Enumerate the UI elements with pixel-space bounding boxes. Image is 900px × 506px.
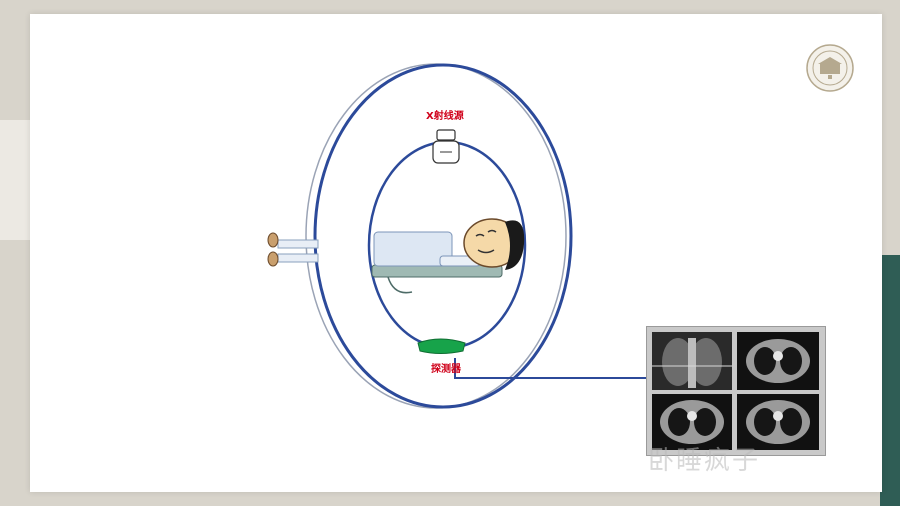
ct-slice-image-3 (737, 394, 819, 450)
ct-slice-image-1 (737, 332, 819, 390)
chest-xray-image (652, 332, 732, 390)
gantry-outer-ring (313, 63, 573, 409)
patient-body (373, 218, 525, 270)
connector-line (454, 358, 646, 379)
watermark-text: 卧睡疯子 (648, 446, 761, 476)
ct-slice-image-2 (652, 394, 732, 450)
detector-label: 探测器 (431, 364, 461, 375)
bg-teal-shape (880, 255, 900, 506)
detector-bar-icon (417, 338, 466, 354)
bg-white-shape (0, 120, 30, 240)
patient-legs (267, 232, 319, 267)
xray-source-label: X射线源 (426, 111, 464, 122)
patient-table (371, 264, 503, 294)
xray-tube-icon (432, 129, 460, 164)
university-seal-icon (806, 44, 854, 92)
ct-image-panel (646, 326, 826, 456)
